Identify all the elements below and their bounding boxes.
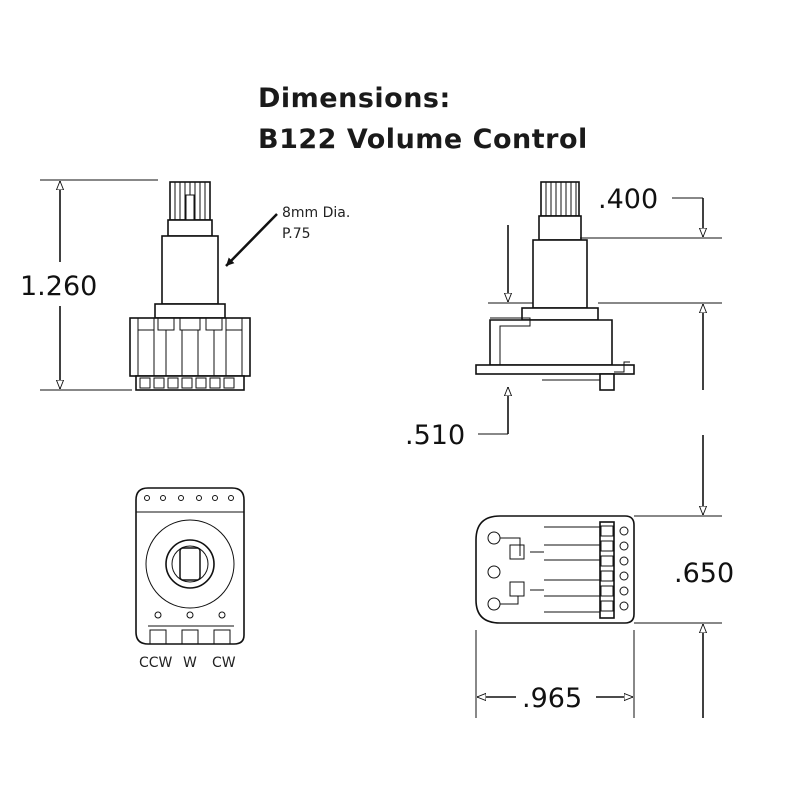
shaft-note-pitch: P.75 bbox=[282, 226, 311, 242]
dimension-width: .650 bbox=[634, 435, 734, 718]
dimension-bushing-right bbox=[598, 302, 722, 390]
dimension-overall-height: 1.260 bbox=[20, 179, 158, 391]
front-view bbox=[129, 181, 251, 391]
pin-label-w: W bbox=[183, 655, 197, 671]
dimension-label-965: .965 bbox=[522, 683, 582, 714]
bottom-view bbox=[475, 515, 635, 624]
dimension-depth: .965 bbox=[475, 630, 635, 718]
diagram-title: Dimensions: bbox=[258, 83, 451, 114]
dimension-label-1260: 1.260 bbox=[20, 271, 97, 302]
diagram-subtitle: B122 Volume Control bbox=[258, 124, 588, 155]
pin-label-cw: CW bbox=[212, 655, 236, 671]
pin-label-ccw: CCW bbox=[139, 655, 173, 671]
shaft-note: 8mm Dia. P.75 bbox=[225, 205, 350, 267]
dimension-label-400: .400 bbox=[598, 184, 658, 215]
top-view: CCW W CW bbox=[135, 487, 245, 671]
dimension-label-510: .510 bbox=[405, 420, 465, 451]
shaft-note-diameter: 8mm Dia. bbox=[282, 205, 350, 221]
dimension-label-650: .650 bbox=[674, 558, 734, 589]
side-view bbox=[475, 181, 635, 391]
dimension-bushing: .510 bbox=[405, 225, 533, 451]
dimension-shaft-top: .400 bbox=[580, 184, 722, 239]
